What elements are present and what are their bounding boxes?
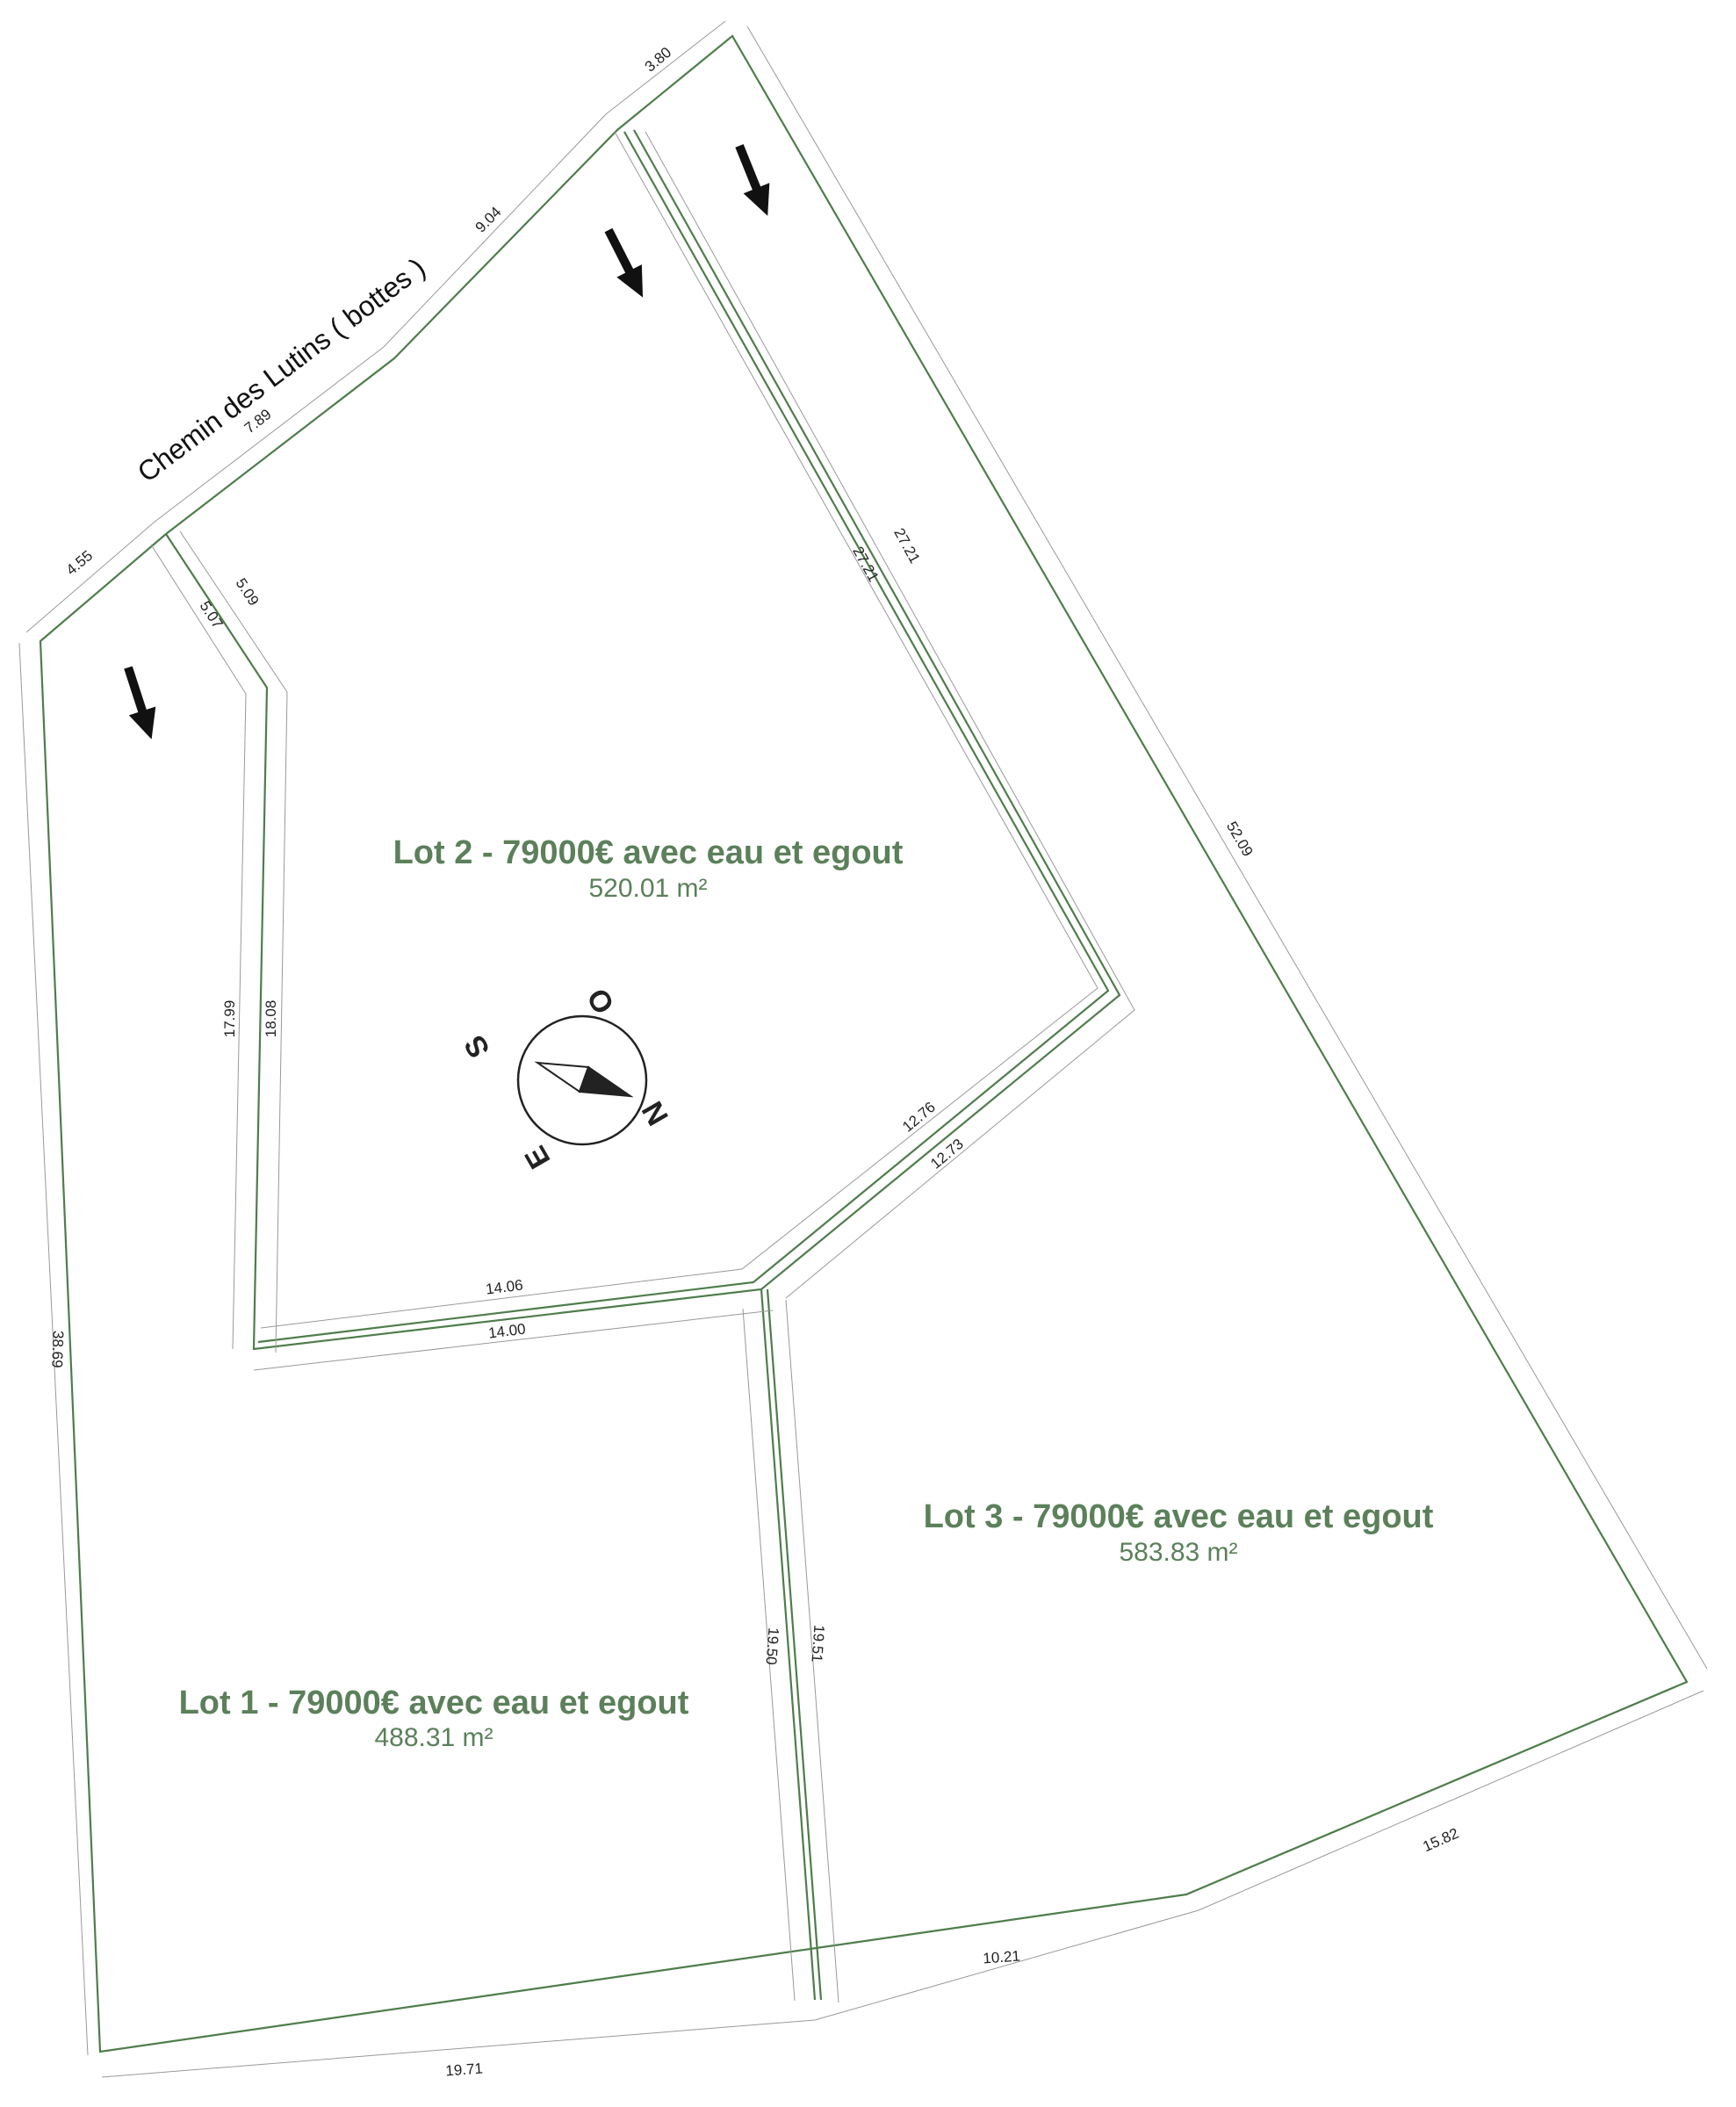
compass-icon: O S N E <box>457 983 675 1174</box>
lot1-area: 488.31 m² <box>374 1723 493 1752</box>
lot1-lot3-boundary-2 <box>766 1288 823 2001</box>
compass-n: N <box>636 1095 675 1130</box>
lot3-area: 583.83 m² <box>1119 1538 1237 1567</box>
dim-5-09: 5.09 <box>233 575 263 609</box>
dim-9-04: 9.04 <box>472 204 505 236</box>
dim-18-08: 18.08 <box>263 1000 279 1038</box>
lot1-label: Lot 1 - 79000€ avec eau et egout <box>179 1685 689 1721</box>
dim-19-71: 19.71 <box>445 2060 484 2080</box>
lot2-area: 520.01 m² <box>588 874 707 903</box>
dim-38-69: 38.69 <box>48 1331 66 1368</box>
dim-19-51: 19.51 <box>809 1624 828 1663</box>
dim-5-07: 5.07 <box>197 598 227 631</box>
lot2-boundary-inner <box>257 131 1110 1344</box>
arrow-down-icon <box>604 227 644 298</box>
compass-e: E <box>518 1140 557 1174</box>
dim-4-55: 4.55 <box>63 547 97 579</box>
lot3-label: Lot 3 - 79000€ avec eau et egout <box>924 1498 1434 1535</box>
compass-o: O <box>580 983 621 1020</box>
dimension-lines <box>18 20 1708 2078</box>
dim-27-21-outer: 27.21 <box>890 525 923 566</box>
arrow-down-icon <box>735 144 770 216</box>
dim-15-82: 15.82 <box>1420 1825 1461 1856</box>
dim-14-00: 14.00 <box>487 1321 527 1342</box>
dim-52-09: 52.09 <box>1223 819 1257 859</box>
lot2-label: Lot 2 - 79000€ avec eau et egout <box>393 834 904 871</box>
dim-14-06: 14.06 <box>485 1277 524 1298</box>
lot1-lot3-boundary <box>760 1288 817 2001</box>
dim-19-50: 19.50 <box>763 1627 782 1665</box>
road-name: Chemin des Lutins ( bottes ) <box>132 251 431 488</box>
dim-10-21: 10.21 <box>983 1948 1021 1967</box>
dim-17-99: 17.99 <box>221 1000 238 1038</box>
compass-s: S <box>457 1029 496 1064</box>
lot2-boundary <box>165 129 1121 1351</box>
parcel-outline <box>39 34 1689 2053</box>
arrow-down-icon <box>124 666 156 740</box>
dim-3-80: 3.80 <box>642 44 675 76</box>
